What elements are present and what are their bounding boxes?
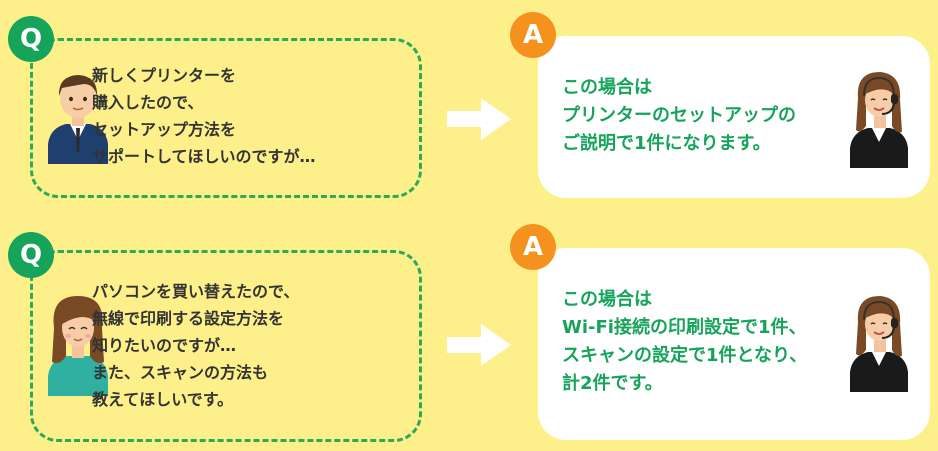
answer-line: プリンターのセットアップの [562, 105, 796, 126]
answer-text-2: この場合は Wi-Fi接続の印刷設定で1件、 スキャンの設定で1件となり、 計2… [562, 286, 807, 398]
question-line: 知りたいのですが… [92, 336, 237, 355]
answer-line: この場合は [562, 77, 652, 98]
answer-line: この場合は [562, 289, 652, 310]
answer-badge-2: A [510, 224, 556, 270]
answer-text-1: この場合は プリンターのセットアップの ご説明で1件になります。 [562, 74, 796, 158]
question-box-1 [30, 38, 422, 198]
answer-line: スキャンの設定で1件となり、 [562, 345, 808, 366]
question-text-1: 新しくプリンターを 購入したので、 セットアップ方法を サポートしてほしいのです… [92, 62, 316, 170]
arrow-right-icon [447, 324, 511, 366]
question-text-2: パソコンを買い替えたので、 無線で印刷する設定方法を 知りたいのですが… また、… [92, 278, 299, 413]
question-line: サポートしてほしいのですが… [92, 147, 316, 166]
question-line: 教えてほしいです。 [92, 390, 234, 409]
answer-line: Wi-Fi接続の印刷設定で1件、 [562, 317, 807, 338]
operator-headset-icon [850, 296, 908, 392]
answer-line: ご説明で1件になります。 [562, 133, 771, 154]
question-line: 無線で印刷する設定方法を [92, 309, 285, 328]
answer-line: 計2件です。 [562, 373, 663, 394]
answer-badge-1: A [510, 12, 556, 58]
question-line: 購入したので、 [92, 93, 204, 112]
arrow-right-icon [447, 98, 511, 140]
operator-headset-icon [850, 72, 908, 168]
man-avatar-icon [48, 75, 108, 164]
woman-avatar-icon [48, 296, 108, 396]
question-line: また、スキャンの方法も [92, 363, 269, 382]
question-line: パソコンを買い替えたので、 [92, 282, 300, 301]
question-line: 新しくプリンターを [92, 66, 237, 85]
question-badge-1: Q [8, 16, 54, 62]
question-badge-2: Q [8, 232, 54, 278]
question-line: セットアップ方法を [92, 120, 237, 139]
